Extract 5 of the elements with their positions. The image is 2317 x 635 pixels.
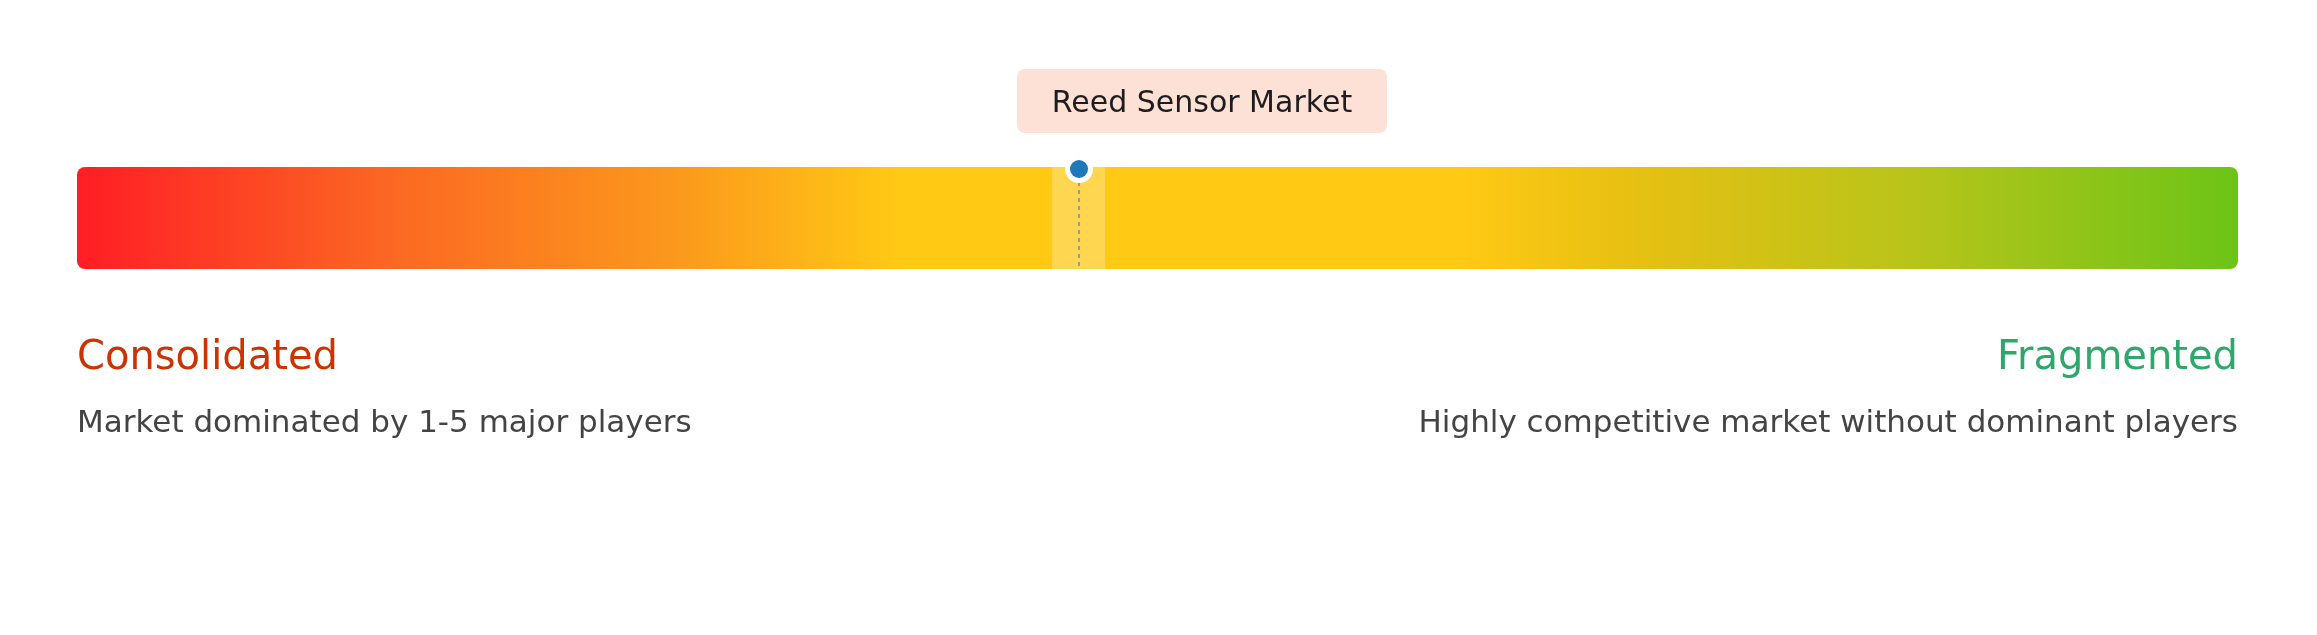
scale-end-description: Highly competitive market without dominant players [1418,403,2238,439]
scale-end-heading: Consolidated [77,332,338,378]
scale-end-description: Market dominated by 1-5 major players [77,403,692,439]
market-name-tooltip: Reed Sensor Market [1017,69,1387,133]
scale-end-heading: Fragmented [1996,332,2238,378]
